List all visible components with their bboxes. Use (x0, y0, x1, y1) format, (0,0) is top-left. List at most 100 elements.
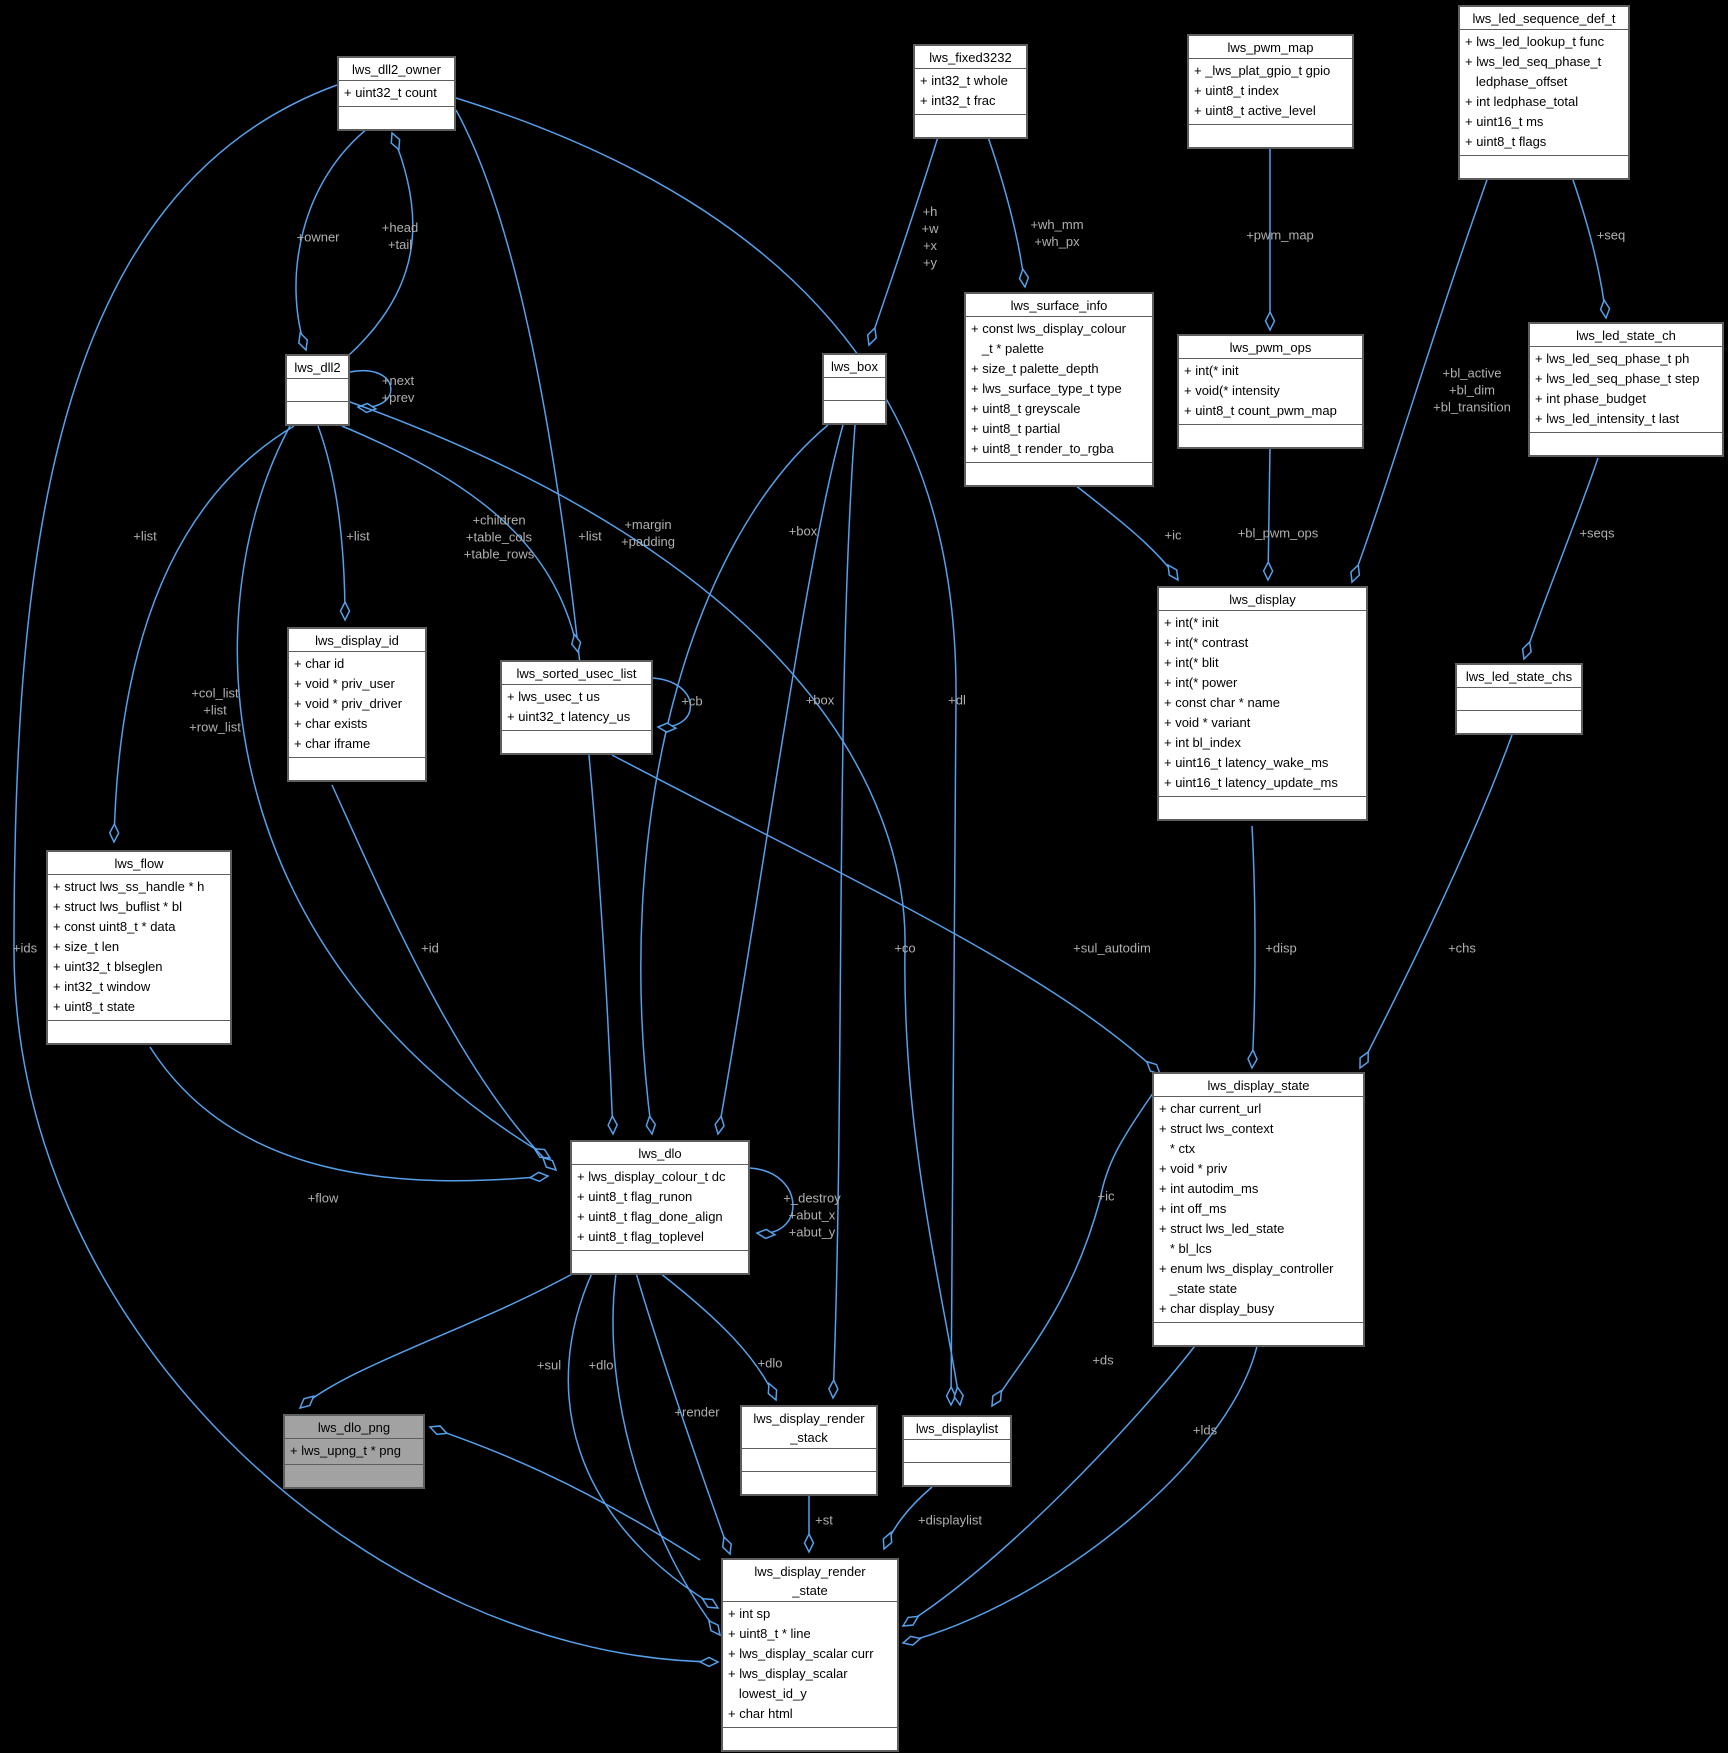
class-empty-section (1457, 688, 1581, 710)
edge-sul (567, 1272, 720, 1609)
class-lws_led_state_ch[interactable]: lws_led_state_ch+ lws_led_seq_phase_t ph… (1528, 322, 1724, 457)
class-attribute: + void * variant (1164, 715, 1251, 730)
class-attribute: + lws_display_colour_t dc (577, 1169, 726, 1184)
edge-box-dlo (714, 424, 844, 1136)
edge-displaylist (882, 1486, 933, 1551)
edge-label-wh: +wh_mm +wh_px (1030, 217, 1084, 249)
class-attribute: + lws_surface_type_t type (971, 381, 1122, 396)
class-attribute: + int off_ms (1159, 1201, 1227, 1216)
edge-ds (901, 1341, 1199, 1627)
class-title: lws_dll2 (287, 356, 348, 379)
edge-children-table (455, 109, 618, 1136)
class-attribute: + int(* blit (1164, 655, 1219, 670)
class-lws_dll2[interactable]: lws_dll2 (285, 354, 350, 426)
edge-label-next-prev: +next +prev (381, 373, 415, 405)
class-attribute: + int(* init (1184, 363, 1239, 378)
class-attribute: + uint8_t state (53, 999, 136, 1014)
class-lws_display_state[interactable]: lws_display_state+ char current_url+ str… (1152, 1072, 1365, 1347)
class-lws_pwm_map[interactable]: lws_pwm_map+ _lws_plat_gpio_t gpio+ uint… (1187, 34, 1354, 149)
edge-seq (1571, 176, 1611, 320)
class-title: lws_led_state_chs (1457, 665, 1581, 688)
class-attribute: + lws_led_intensity_t last (1535, 411, 1680, 426)
class-attribute: + lws_led_seq_phase_t step (1535, 371, 1700, 386)
edge-col-row-list (236, 425, 552, 1159)
edge-label-dl: +dl (948, 692, 966, 708)
class-lws_dlo_png[interactable]: lws_dlo_png + lws_upng_t * png (283, 1414, 425, 1489)
class-lws_display_render_state[interactable]: lws_display_render _state+ int sp+ uint8… (721, 1558, 899, 1752)
class-title: lws_dlo (572, 1142, 748, 1165)
class-empty-section (1159, 797, 1366, 819)
class-empty-section (287, 401, 348, 424)
class-attribute: + int autodim_ms (1159, 1181, 1259, 1196)
class-attributes: + char id+ void * priv_user+ void * priv… (289, 652, 425, 758)
edge-label-disp: +disp (1265, 940, 1297, 956)
edge-id (331, 784, 558, 1172)
class-attribute: + int(* contrast (1164, 635, 1249, 650)
class-attribute: + uint8_t partial (971, 421, 1061, 436)
class-empty-section (572, 1251, 748, 1273)
class-lws_displaylist[interactable]: lws_displaylist (902, 1415, 1012, 1487)
class-attribute: + lws_display_scalar lowest_id_y (728, 1666, 848, 1701)
class-lws_box[interactable]: lws_box (822, 353, 887, 425)
class-lws_display_id[interactable]: lws_display_id+ char id+ void * priv_use… (287, 627, 427, 782)
edge-label-seq: +seq (1596, 227, 1626, 243)
class-lws_display[interactable]: lws_display+ int(* init+ int(* contrast+… (1157, 586, 1368, 821)
class-attribute: + void * priv (1159, 1161, 1228, 1176)
edge-label-destroy-abut: +_destroy +abut_x +abut_y (783, 1190, 841, 1240)
edge-label-render: +render (674, 1404, 720, 1420)
edge-label-sul: +sul (536, 1357, 562, 1373)
class-attribute: + uint8_t render_to_rgba (971, 441, 1114, 456)
class-lws_sorted_usec_list[interactable]: lws_sorted_usec_list+ lws_usec_t us+ uin… (500, 660, 653, 755)
class-attributes: + int(* init + int(* contrast + int(* blit… (1159, 611, 1366, 797)
class-attribute: + lws_upng_t * png (290, 1443, 401, 1458)
class-attribute: + uint8_t flag_toplevel (577, 1229, 704, 1244)
edge-png-link (428, 1425, 701, 1561)
class-title: lws_display (1159, 588, 1366, 611)
class-attributes: + lws_display_colour_t dc + uint8_t flag_… (572, 1165, 748, 1251)
class-title: lws_dlo_png (285, 1416, 423, 1439)
class-lws_led_state_chs[interactable]: lws_led_state_chs (1455, 663, 1583, 735)
class-attribute: + int32_t frac (920, 93, 996, 108)
edge-label-seqs: +seqs (1579, 525, 1615, 541)
edge-disp (1247, 825, 1258, 1070)
edge-label-head-tail: +head +tail (381, 220, 419, 252)
class-attribute: + uint8_t index (1194, 83, 1279, 98)
class-lws_led_sequence_def_t[interactable]: lws_led_sequence_def_t+ lws_led_lookup_t… (1458, 5, 1630, 180)
class-attribute: + enum lws_display_controller _state sta… (1159, 1261, 1334, 1296)
class-attributes: + lws_led_seq_phase_t ph+ lws_led_seq_ph… (1530, 347, 1722, 433)
class-title: lws_dll2_owner (339, 58, 454, 81)
class-empty-section (904, 1462, 1010, 1485)
class-attribute: + int(* init (1164, 615, 1219, 630)
edge-label-id: +id (421, 940, 439, 956)
class-attribute: + size_t palette_depth (971, 361, 1099, 376)
class-lws_display_render_stack[interactable]: lws_display_render _stack (740, 1405, 878, 1496)
edge-label-co: +co (894, 940, 916, 956)
edge-label-list-flow: +list (133, 528, 157, 544)
edge-ic-displaylist (991, 1085, 1159, 1408)
class-attribute: + uint32_t blseglen (53, 959, 163, 974)
class-lws_dll2_owner[interactable]: lws_dll2_owner+ uint32_t count (337, 56, 456, 131)
class-empty-section (824, 400, 885, 423)
class-attribute: + char iframe (294, 736, 371, 751)
class-lws_fixed3232[interactable]: lws_fixed3232+ int32_t whole+ int32_t fr… (913, 44, 1028, 139)
class-attribute: + _lws_plat_gpio_t gpio (1194, 63, 1331, 78)
class-title: lws_display_state (1154, 1074, 1363, 1097)
edge-label-pwm-map: +pwm_map (1246, 227, 1314, 243)
class-lws_flow[interactable]: lws_flow+ struct lws_ss_handle * h+ stru… (46, 850, 232, 1045)
class-lws_pwm_ops[interactable]: lws_pwm_ops+ int(* init+ void(* intensit… (1177, 334, 1364, 449)
edge-label-owner: +owner (296, 229, 340, 245)
class-attribute: + uint32_t latency_us (507, 709, 631, 724)
class-attribute: + char id (294, 656, 345, 671)
class-lws_dlo[interactable]: lws_dlo + lws_display_colour_t dc + uint8_… (570, 1140, 750, 1275)
class-attribute: + uint8_t greyscale (971, 401, 1081, 416)
class-attribute: + uint8_t count_pwm_map (1184, 403, 1337, 418)
class-attribute: + lws_display_scalar curr (728, 1646, 874, 1661)
edge-label-ids: +ids (12, 940, 38, 956)
class-attributes: + const lws_display_colour _t * palette +… (966, 317, 1152, 463)
class-attribute: + const lws_display_colour _t * palette (971, 321, 1126, 356)
class-lws_surface_info[interactable]: lws_surface_info+ const lws_display_colo… (964, 292, 1154, 487)
class-attribute: + lws_led_lookup_t func (1465, 34, 1605, 49)
edge-list-sul (341, 425, 582, 654)
class-attribute: + struct lws_context * ctx (1159, 1121, 1274, 1156)
class-attribute: + uint8_t * line (728, 1626, 811, 1641)
